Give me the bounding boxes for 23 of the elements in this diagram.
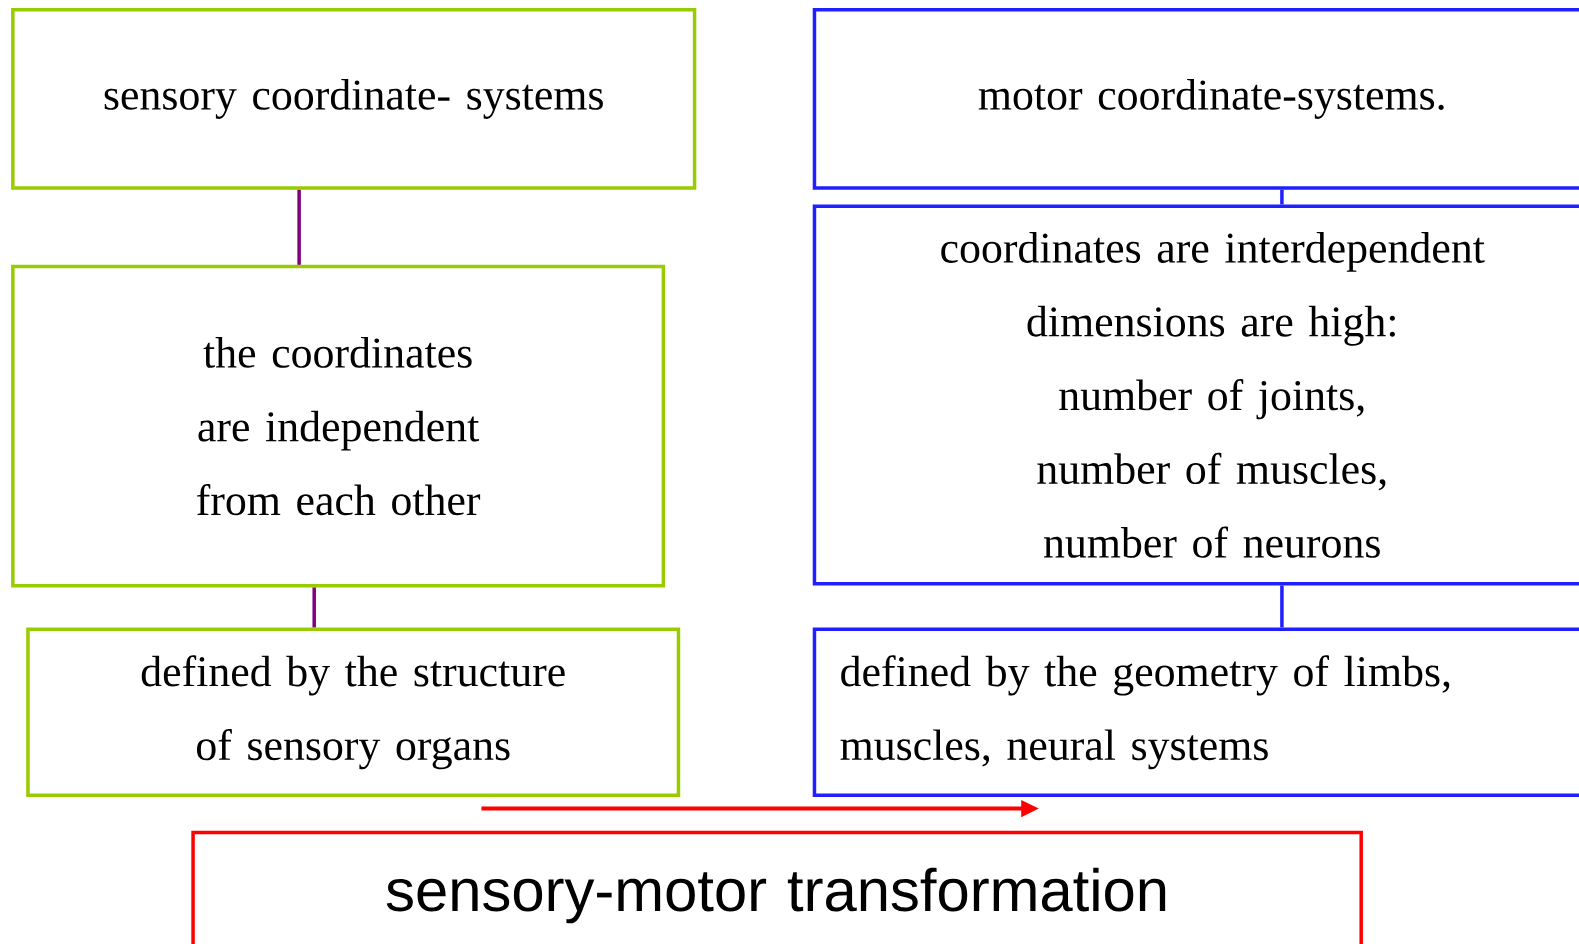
connector-line xyxy=(1280,585,1284,628)
box-text: coordinates are interdependent dimensions are high: number of joints, number of muscles, number of neurons xyxy=(941,232,1485,558)
process-box xyxy=(11,264,666,588)
node-label: dimensions are high: xyxy=(1027,305,1395,346)
node-label: coordinates are interdependent xyxy=(941,232,1485,272)
connector-line xyxy=(1280,189,1284,205)
node-label: number of joints, xyxy=(1059,379,1364,420)
box-text: the coordinates are independent from each other xyxy=(197,337,481,516)
heading-box xyxy=(812,8,1579,190)
box-text: defined by the structure of sensory organs xyxy=(141,655,565,770)
node-label: number of neurons xyxy=(1044,526,1380,558)
title-box xyxy=(191,830,1363,944)
heading-box xyxy=(11,8,697,190)
process-box xyxy=(812,204,1579,586)
process-box xyxy=(812,627,1579,798)
box-text: sensory coordinate- systems xyxy=(104,79,603,119)
process-box xyxy=(26,627,681,798)
box-text: motor coordinate-systems. xyxy=(978,79,1444,119)
connector-line xyxy=(312,587,316,628)
connector-line xyxy=(297,189,301,265)
box-text: sensory-motor transformation xyxy=(386,867,1166,924)
node-label: number of muscles, xyxy=(1037,452,1386,491)
box-text: defined by the geometry of limbs, muscles, neural systems xyxy=(840,655,1450,770)
